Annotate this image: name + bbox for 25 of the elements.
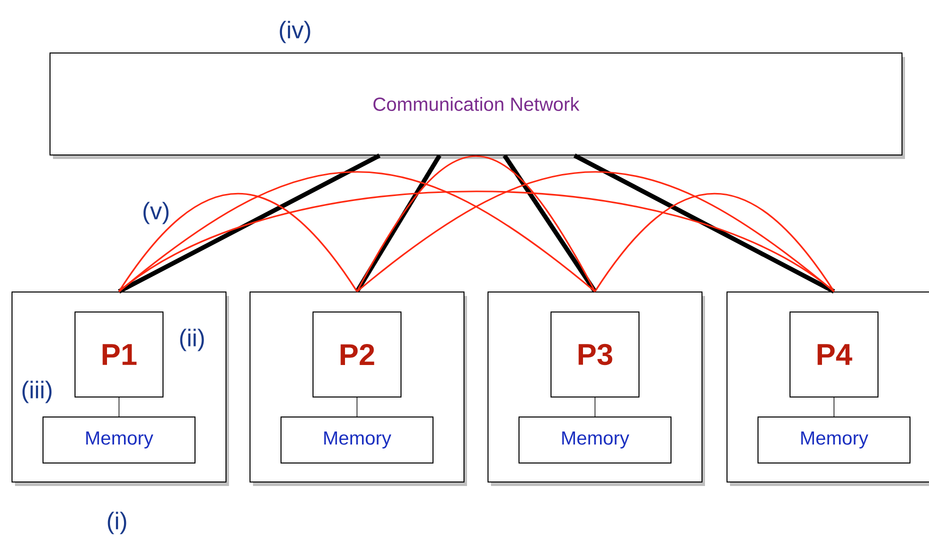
link-curve [356, 171, 834, 292]
link-curve [356, 156, 596, 292]
network-link [355, 154, 442, 293]
processor-box: P1 [74, 312, 164, 398]
memory-box: Memory [518, 416, 672, 464]
part-label: (i) [108, 512, 126, 534]
processor-box: P2 [312, 312, 402, 398]
link-curve [118, 171, 596, 292]
memory-box: Memory [758, 416, 910, 464]
link-curve [594, 193, 835, 292]
memory-box: Memory [42, 416, 196, 464]
part-label: (v) [144, 202, 169, 224]
part-label: (iii) [22, 380, 52, 404]
connector-line [118, 397, 120, 417]
part-label: (ii) [180, 328, 204, 352]
processor-box: P4 [790, 312, 878, 398]
network-link [118, 154, 381, 294]
memory-box: Memory [280, 416, 434, 464]
connector-line [356, 397, 358, 417]
network-link [573, 154, 836, 294]
network-link [502, 154, 597, 293]
processor-box: P3 [550, 312, 640, 398]
connector-line [594, 397, 596, 417]
link-curve [118, 193, 358, 292]
network-box: Communication Network [50, 52, 905, 159]
